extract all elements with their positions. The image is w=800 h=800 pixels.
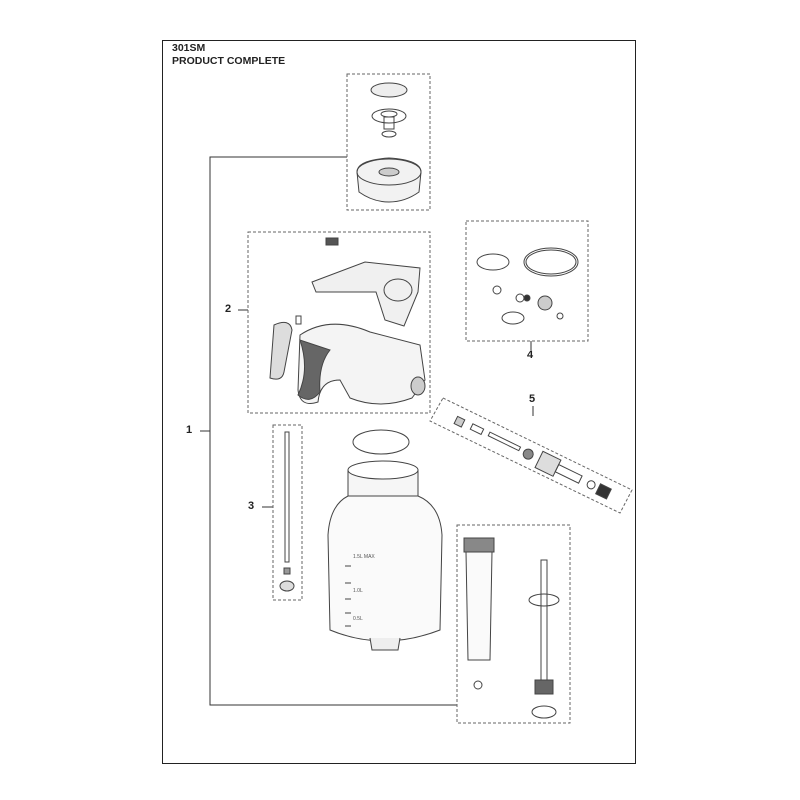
diagram-title: 301SM PRODUCT COMPLETE xyxy=(172,42,285,68)
callout-1: 1 xyxy=(186,424,193,436)
group-box-diptube xyxy=(272,424,303,601)
bottle-mark-low: 0.5L xyxy=(353,616,363,622)
model-number: 301SM xyxy=(172,42,206,54)
group-box-handle xyxy=(247,231,431,414)
group-box-pump xyxy=(456,524,571,724)
bottle-mark-mid: 1.0L xyxy=(353,588,363,594)
pump-parts xyxy=(463,537,560,719)
callout-5: 5 xyxy=(529,393,536,405)
diagram-frame xyxy=(162,40,636,764)
seal-kit-parts xyxy=(476,247,579,325)
group-box-nozzle xyxy=(429,397,633,514)
bottle: 1.5L MAX 1.0L 0.5L xyxy=(327,429,443,651)
pressure-cap-parts xyxy=(356,82,422,203)
nozzle-parts xyxy=(453,415,612,500)
bottle-mark-max: 1.5L MAX xyxy=(353,554,375,560)
group-box-seals xyxy=(465,220,589,342)
dip-tube-parts xyxy=(279,431,295,592)
callout-2: 2 xyxy=(225,303,232,315)
callout-4: 4 xyxy=(527,349,534,361)
handle-parts xyxy=(269,237,426,405)
group-box-cap xyxy=(346,73,431,211)
callout-1-bracket xyxy=(200,156,457,706)
diagram-subtitle: PRODUCT COMPLETE xyxy=(172,55,286,67)
callout-3: 3 xyxy=(248,500,255,512)
